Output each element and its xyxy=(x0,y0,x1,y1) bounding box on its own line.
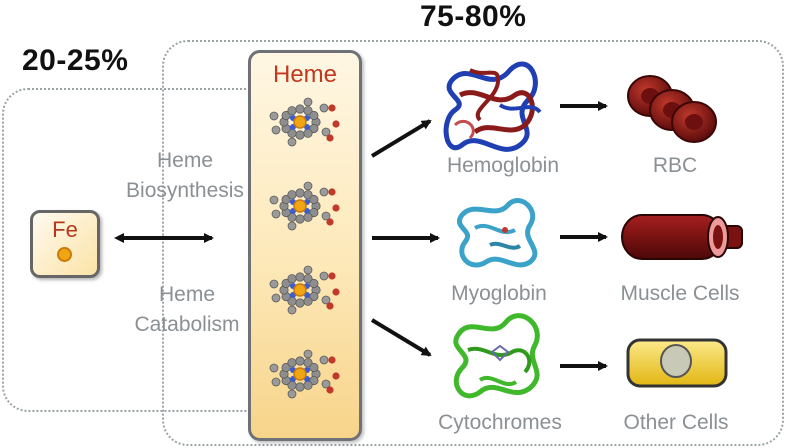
heme-molecule-icon xyxy=(269,349,340,399)
myoglobin-label: Myoglobin xyxy=(451,282,547,305)
myoglobin-icon xyxy=(457,198,538,268)
rbc-label: RBC xyxy=(652,154,698,177)
heme-title: Heme xyxy=(272,61,338,88)
cytochromes-label: Cytochromes xyxy=(438,411,562,434)
hemoglobin-label: Hemoglobin xyxy=(446,154,560,177)
arrow-to-cytochromes xyxy=(370,318,432,357)
rbc-icon xyxy=(627,75,717,143)
right-percent: 75-80% xyxy=(420,0,527,33)
heme-column: Heme xyxy=(248,50,362,441)
left-percent: 20-25% xyxy=(22,44,129,77)
iron-box: Fe xyxy=(30,210,100,278)
right-group-frame xyxy=(162,40,784,446)
catabolism-label: Heme Catabolism xyxy=(134,283,240,336)
arrow-to-hemoglobin xyxy=(370,119,432,158)
heme-molecule-icon xyxy=(269,181,340,231)
muscle-cell-icon xyxy=(621,214,743,260)
muscle-cells-label: Muscle Cells xyxy=(620,282,740,305)
cytochrome-icon xyxy=(453,313,540,399)
other-cells-label: Other Cells xyxy=(623,411,729,434)
heme-molecule-icon xyxy=(269,265,340,315)
iron-label: Fe xyxy=(52,217,78,242)
biosynthesis-label: Heme Biosynthesis xyxy=(126,149,244,202)
hemoglobin-icon xyxy=(443,61,542,152)
other-cell-icon xyxy=(626,338,728,388)
heme-molecule-icon xyxy=(269,97,340,147)
iron-atom-icon xyxy=(57,247,72,262)
